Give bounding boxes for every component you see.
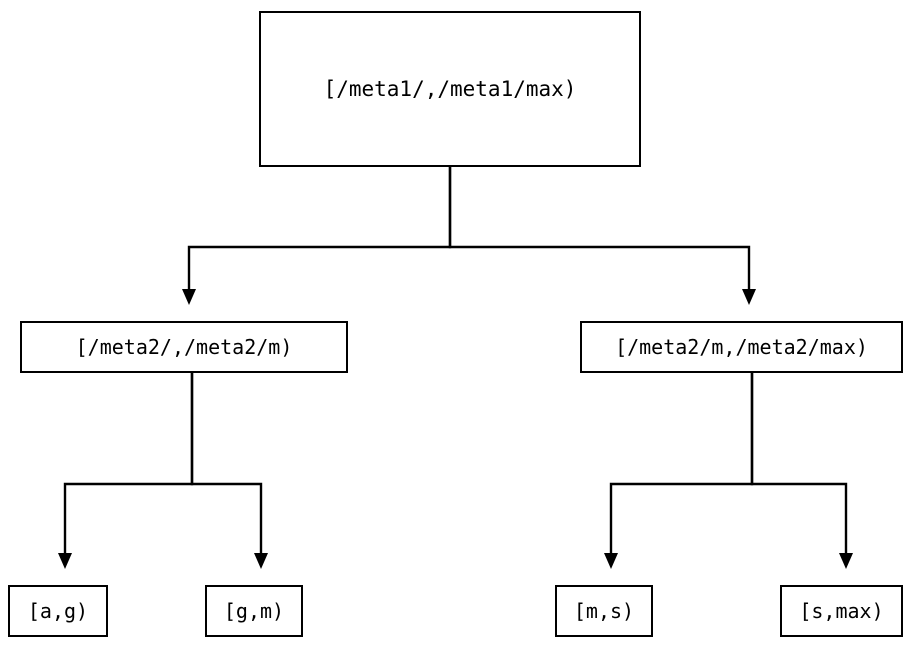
arrowhead-triangle-down [742, 289, 756, 305]
edge-root-to-mid-left [182, 167, 452, 305]
node-leaf-m-s-label: [m,s) [573, 599, 635, 623]
node-leaf-a-g[interactable]: [a,g) [8, 585, 108, 637]
arrowhead-triangle-down [182, 289, 196, 305]
edge-root-to-mid-right [448, 167, 756, 305]
node-mid-left[interactable]: [/meta2/,/meta2/m) [20, 321, 348, 373]
node-leaf-g-m-label: [g,m) [223, 599, 285, 623]
arrowhead-triangle-down [254, 553, 268, 569]
edge-mid-right-to-leaf-4 [750, 373, 853, 569]
edge-mid-left-to-leaf-2 [190, 373, 268, 569]
node-mid-right[interactable]: [/meta2/m,/meta2/max) [580, 321, 903, 373]
node-leaf-a-g-label: [a,g) [27, 599, 89, 623]
node-root[interactable]: [/meta1/,/meta1/max) [259, 11, 641, 167]
arrowhead-triangle-down [839, 553, 853, 569]
node-mid-right-label: [/meta2/m,/meta2/max) [615, 335, 868, 359]
node-leaf-s-max[interactable]: [s,max) [780, 585, 903, 637]
edge-mid-left-to-leaf-1 [58, 373, 194, 569]
arrowhead-triangle-down [58, 553, 72, 569]
node-mid-left-label: [/meta2/,/meta2/m) [75, 335, 293, 359]
node-leaf-s-max-label: [s,max) [799, 599, 884, 623]
arrowhead-triangle-down [604, 553, 618, 569]
node-root-label: [/meta1/,/meta1/max) [323, 77, 577, 101]
node-leaf-g-m[interactable]: [g,m) [205, 585, 303, 637]
edge-mid-right-to-leaf-3 [604, 373, 754, 569]
node-leaf-m-s[interactable]: [m,s) [555, 585, 653, 637]
